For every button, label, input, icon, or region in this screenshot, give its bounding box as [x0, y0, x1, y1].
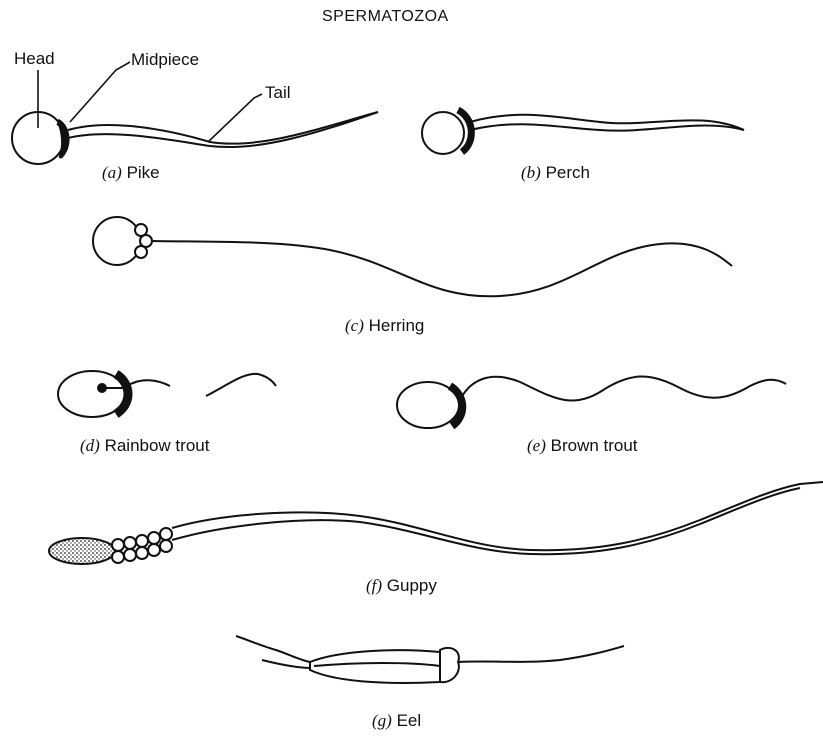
caption-letter: (b)	[521, 163, 541, 182]
herring-sperm-drawing	[93, 217, 732, 296]
caption-name: Pike	[127, 163, 160, 182]
perch-sperm-drawing	[422, 110, 744, 154]
caption-guppy: (f) Guppy	[366, 576, 437, 596]
caption-name: Eel	[397, 711, 422, 730]
caption-brown-trout: (e) Brown trout	[527, 436, 638, 456]
caption-rainbow-trout: (d) Rainbow trout	[80, 436, 209, 456]
pike-sperm-drawing	[12, 62, 378, 164]
guppy-sperm-drawing	[49, 482, 823, 564]
caption-letter: (c)	[345, 316, 364, 335]
caption-letter: (g)	[372, 711, 392, 730]
caption-perch: (b) Perch	[521, 163, 590, 183]
caption-letter: (a)	[102, 163, 122, 182]
caption-pike: (a) Pike	[102, 163, 160, 183]
caption-eel: (g) Eel	[372, 711, 421, 731]
caption-name: Guppy	[387, 576, 437, 595]
rainbow-trout-sperm-drawing	[58, 371, 276, 417]
caption-letter: (d)	[80, 436, 100, 455]
caption-name: Brown trout	[551, 436, 638, 455]
caption-name: Rainbow trout	[105, 436, 210, 455]
brown-trout-sperm-drawing	[397, 376, 786, 428]
caption-name: Perch	[546, 163, 590, 182]
caption-herring: (c) Herring	[345, 316, 424, 336]
caption-name: Herring	[369, 316, 425, 335]
caption-letter: (f)	[366, 576, 382, 595]
caption-letter: (e)	[527, 436, 546, 455]
eel-sperm-drawing	[236, 636, 624, 683]
